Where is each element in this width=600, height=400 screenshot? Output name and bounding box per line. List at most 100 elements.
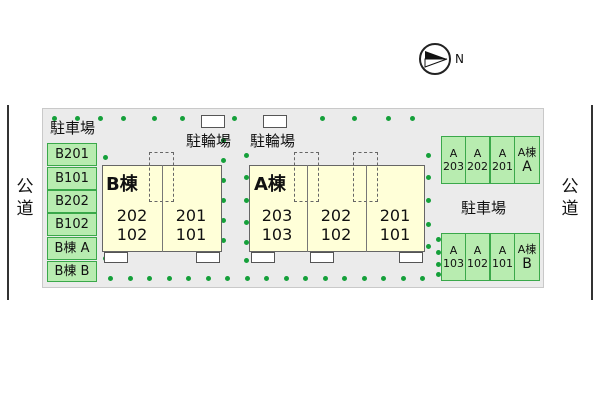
hedge-dot <box>426 175 431 180</box>
hedge-dot <box>320 116 325 121</box>
parking-slot-left: B101 <box>47 167 97 190</box>
hedge-dot <box>52 116 57 121</box>
hedge-dot <box>264 276 269 281</box>
building-a-unit-2: 202 102 <box>311 206 361 244</box>
parking-slot-left: B202 <box>47 190 97 213</box>
hedge-dot <box>436 272 441 277</box>
hedge-dot <box>410 116 415 121</box>
hedge-dot <box>221 138 226 143</box>
hedge-dot <box>244 258 249 263</box>
hedge-dot <box>436 262 441 267</box>
hedge-dot <box>426 222 431 227</box>
building-b-step-1 <box>104 252 128 263</box>
hedge-dot <box>206 276 211 281</box>
hedge-dot <box>381 276 386 281</box>
hedge-dot <box>75 116 80 121</box>
building-b-divider <box>162 165 163 252</box>
building-a-step-2 <box>310 252 334 263</box>
unit-upper-number: 202 <box>320 206 352 225</box>
parking-slot-top: A <box>498 244 507 257</box>
bike-shelter-2 <box>263 115 287 128</box>
building-a-step-3 <box>399 252 423 263</box>
hedge-dot <box>221 198 226 203</box>
hedge-dot <box>244 153 249 158</box>
building-b-entrance <box>149 152 174 202</box>
hedge-dot <box>121 116 126 121</box>
hedge-dot <box>342 276 347 281</box>
building-a-step-1 <box>251 252 275 263</box>
hedge-dot <box>128 276 133 281</box>
hedge-dot <box>245 276 250 281</box>
hedge-dot <box>221 178 226 183</box>
hedge-dot <box>420 276 425 281</box>
unit-upper-number: 202 <box>116 206 148 225</box>
unit-upper-number: 201 <box>175 206 207 225</box>
unit-lower-number: 103 <box>261 225 293 244</box>
parking-slot-top: A棟 <box>517 145 537 159</box>
building-b-unit-2: 201 101 <box>166 206 216 244</box>
hedge-dot <box>225 276 230 281</box>
hedge-dot <box>426 198 431 203</box>
building-a-divider-1 <box>307 165 308 252</box>
parking-slot-top: A <box>473 244 482 257</box>
hedge-dot <box>232 116 237 121</box>
hedge-dot <box>303 276 308 281</box>
hedge-dot <box>244 175 249 180</box>
hedge-dot <box>323 276 328 281</box>
parking-slot-bottom: A <box>522 158 532 175</box>
road-label-right: 公道 <box>561 177 579 219</box>
parking-slot-bottom: 201 <box>492 160 513 173</box>
hedge-dot <box>244 240 249 245</box>
road-line-right <box>591 105 593 300</box>
parking-slot-left: B棟 B <box>47 261 97 282</box>
building-b-unit-1: 202 102 <box>107 206 157 244</box>
building-a-unit-1: 203 103 <box>252 206 302 244</box>
hedge-dot <box>180 116 185 121</box>
bike-parking-label-2: 駐輪場 <box>250 132 296 150</box>
hedge-dot <box>221 218 226 223</box>
parking-slot-left: B棟 A <box>47 237 97 260</box>
hedge-dot <box>426 244 431 249</box>
road-label-left: 公道 <box>16 177 34 219</box>
building-a <box>249 165 425 252</box>
unit-lower-number: 101 <box>379 225 411 244</box>
bike-parking-label-1: 駐輪場 <box>186 132 232 150</box>
parking-slot-top: A <box>498 147 507 160</box>
parking-left-title: 駐車場 <box>50 119 96 137</box>
bike-shelter-1 <box>201 115 225 128</box>
building-a-entrance-1 <box>294 152 319 202</box>
parking-slot-top: A <box>449 147 458 160</box>
hedge-dot <box>221 158 226 163</box>
hedge-dot <box>244 198 249 203</box>
hedge-dot <box>284 276 289 281</box>
road-line-left <box>7 105 9 300</box>
hedge-dot <box>352 116 357 121</box>
hedge-dot <box>147 276 152 281</box>
parking-slot-bottom: B <box>522 255 532 272</box>
building-b-step-2 <box>196 252 220 263</box>
parking-slot-bottom: 101 <box>492 257 513 270</box>
unit-lower-number: 101 <box>175 225 207 244</box>
building-a-divider-2 <box>366 165 367 252</box>
parking-slot-top: A <box>473 147 482 160</box>
parking-slot-bottom: 203 <box>443 160 464 173</box>
parking-slot-bottom: 102 <box>467 257 488 270</box>
parking-slot-left: B201 <box>47 143 97 166</box>
parking-right-title: 駐車場 <box>461 199 507 217</box>
building-b-name: B棟 <box>106 174 138 195</box>
parking-slot-top: A棟 <box>517 242 537 256</box>
unit-lower-number: 102 <box>116 225 148 244</box>
hedge-dot <box>108 276 113 281</box>
hedge-dot <box>386 116 391 121</box>
unit-upper-number: 203 <box>261 206 293 225</box>
hedge-dot <box>244 220 249 225</box>
hedge-dot <box>186 276 191 281</box>
